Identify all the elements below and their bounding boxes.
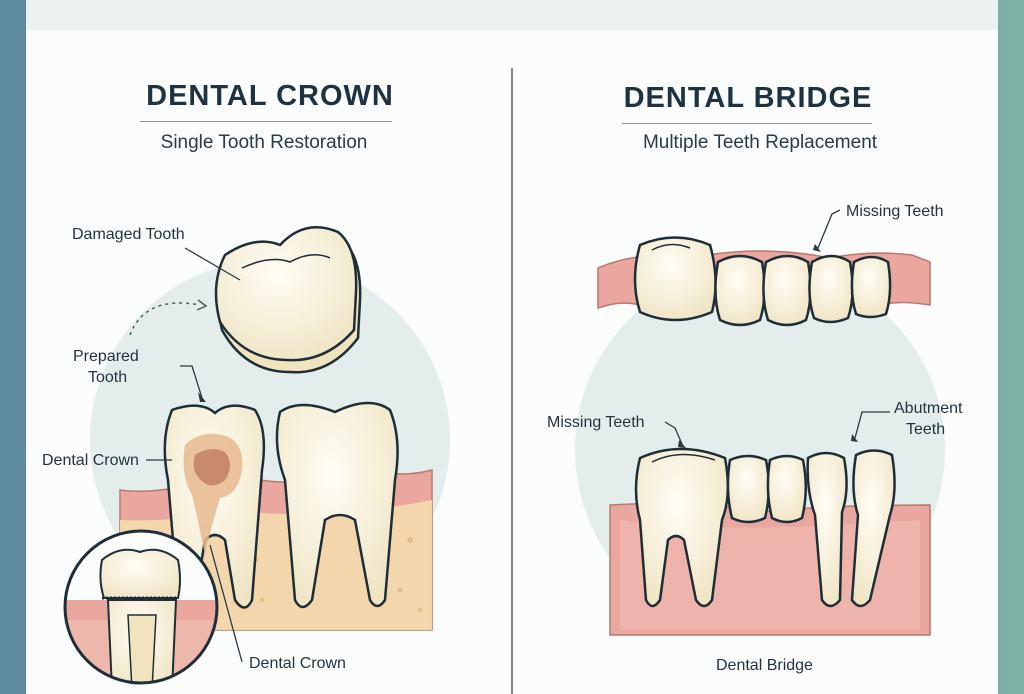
bridge-title-rule bbox=[622, 123, 872, 124]
label-prepared-tooth-2: Tooth bbox=[88, 369, 128, 386]
label-dental-crown-bottom: Dental Crown bbox=[249, 655, 346, 672]
upper-teeth bbox=[633, 236, 892, 327]
label-missing-teeth-mid: Missing Teeth bbox=[547, 414, 645, 431]
label-damaged-tooth: Damaged Tooth bbox=[72, 226, 185, 243]
bridge-title: DENTAL BRIDGE bbox=[623, 82, 873, 114]
panel-divider bbox=[511, 68, 513, 694]
crown-title: DENTAL CROWN bbox=[146, 80, 394, 112]
label-abutment-2: Teeth bbox=[906, 421, 946, 438]
healthy-molar bbox=[275, 401, 399, 609]
crown-leader-lines bbox=[146, 247, 243, 663]
bridge-subtitle: Multiple Teeth Replacement bbox=[642, 132, 878, 153]
label-abutment-1: Abutment bbox=[894, 400, 963, 417]
crown-title-rule bbox=[140, 121, 392, 122]
label-dental-bridge: Dental Bridge bbox=[716, 657, 813, 674]
bridge-leader-lines bbox=[664, 209, 890, 445]
crown-placement-arrow bbox=[129, 302, 201, 336]
label-missing-teeth-top: Missing Teeth bbox=[846, 203, 944, 220]
bridge-teeth bbox=[634, 447, 896, 608]
crown-subtitle: Single Tooth Restoration bbox=[160, 132, 368, 153]
label-dental-crown-side: Dental Crown bbox=[42, 452, 139, 469]
floating-crown bbox=[214, 225, 362, 374]
label-prepared-tooth-1: Prepared bbox=[73, 348, 139, 365]
top-band bbox=[26, 0, 998, 30]
